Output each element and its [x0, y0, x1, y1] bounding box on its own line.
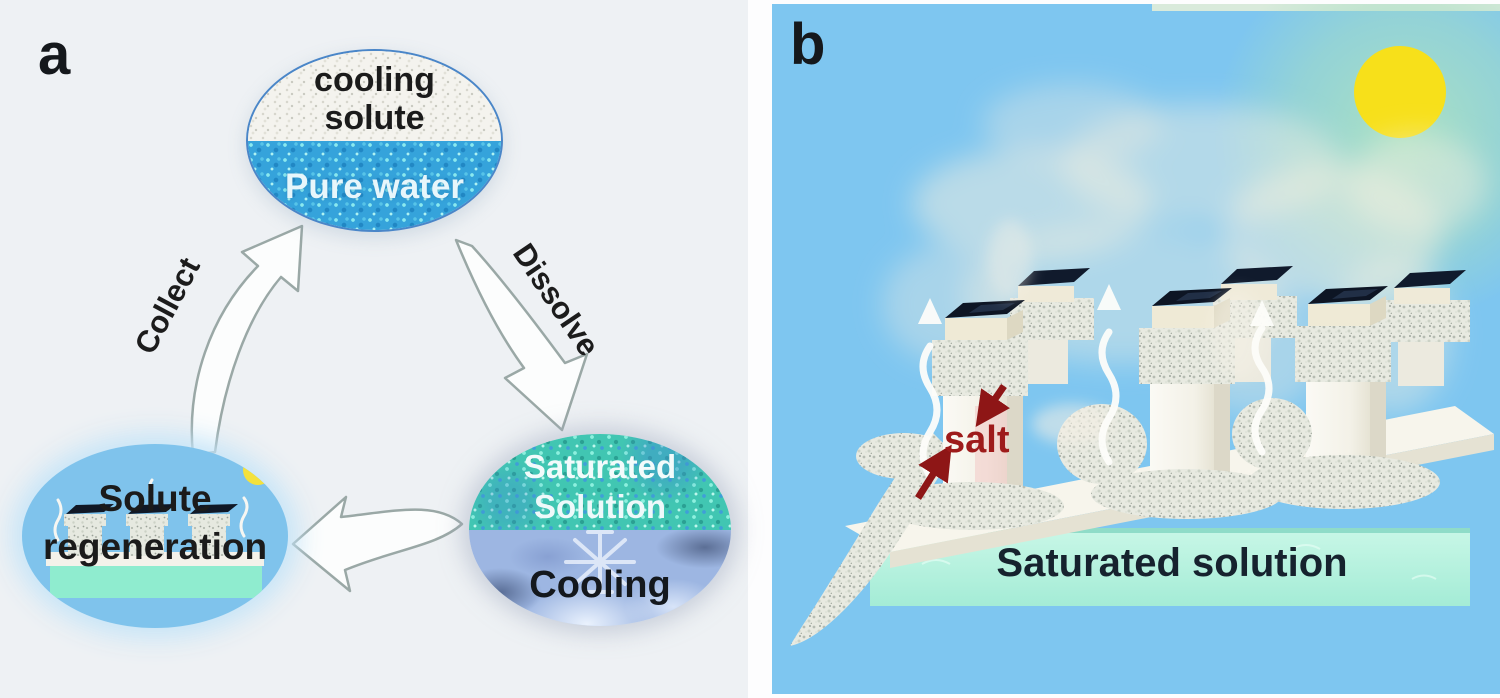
- sun-icon: [243, 455, 273, 485]
- return-arrow-icon: [291, 495, 464, 593]
- snowflake-layer: [564, 530, 636, 594]
- salt-annotation: salt: [915, 384, 1010, 500]
- panel-b-label: b: [790, 12, 826, 77]
- vapor-wisps: [988, 219, 1263, 444]
- panel-b-evaporation-scene: salt Saturated solution b: [772, 4, 1500, 694]
- solute-text: solute: [324, 99, 425, 137]
- saturated-solution-texture: [469, 434, 731, 530]
- salt-pillar: [932, 300, 1028, 512]
- panel-a-label: a: [38, 22, 71, 87]
- dissolve-arrow-icon: [454, 238, 589, 432]
- vapor-arrow-icon: [1250, 300, 1274, 456]
- mini-salt-pillars: [64, 504, 238, 556]
- mini-solution-strip: [50, 562, 262, 598]
- collect-arrow-icon: [190, 224, 304, 457]
- salt-arrow-icon: [975, 384, 1010, 427]
- vapor-arrow-icon: [1097, 284, 1121, 466]
- solution-tank-label: Saturated solution: [996, 541, 1347, 585]
- pure-water-texture: [248, 140, 501, 230]
- cooling-text: cooling: [314, 61, 435, 99]
- cooling-solute-ellipse: cooling solute Pure water: [246, 49, 503, 232]
- snowflake-icon: [564, 530, 636, 594]
- solute-regeneration-ellipse: Solute regeneration: [22, 444, 288, 628]
- panel-a-cycle-diagram: a Collect Dissolve cooling solute Pure w…: [0, 0, 748, 698]
- cooling-label: Cooling: [529, 564, 671, 606]
- solute-regeneration-line2: regeneration: [42, 526, 268, 567]
- solute-regeneration-line1: Solute: [98, 478, 212, 519]
- saturated-solution-ellipse: Saturated Solution Cooling: [469, 434, 731, 626]
- vapor-arrows: [918, 284, 1274, 480]
- mini-evaporator-scene: [46, 455, 273, 598]
- salt-arrow-icon: [915, 444, 952, 500]
- sun-icon: [1354, 46, 1446, 138]
- salt-label: salt: [944, 419, 1010, 461]
- cycle-arrows-layer: [190, 224, 589, 593]
- saturated-line2: Solution: [534, 488, 666, 525]
- salt-crust-spill: [790, 432, 954, 646]
- evaporation-scene-art: salt Saturated solution: [772, 4, 1500, 694]
- mini-vapor-squiggles: [53, 478, 249, 542]
- saturated-line1: Saturated: [523, 448, 677, 485]
- solute-texture: [248, 51, 501, 141]
- pure-water-label: Pure water: [285, 167, 464, 206]
